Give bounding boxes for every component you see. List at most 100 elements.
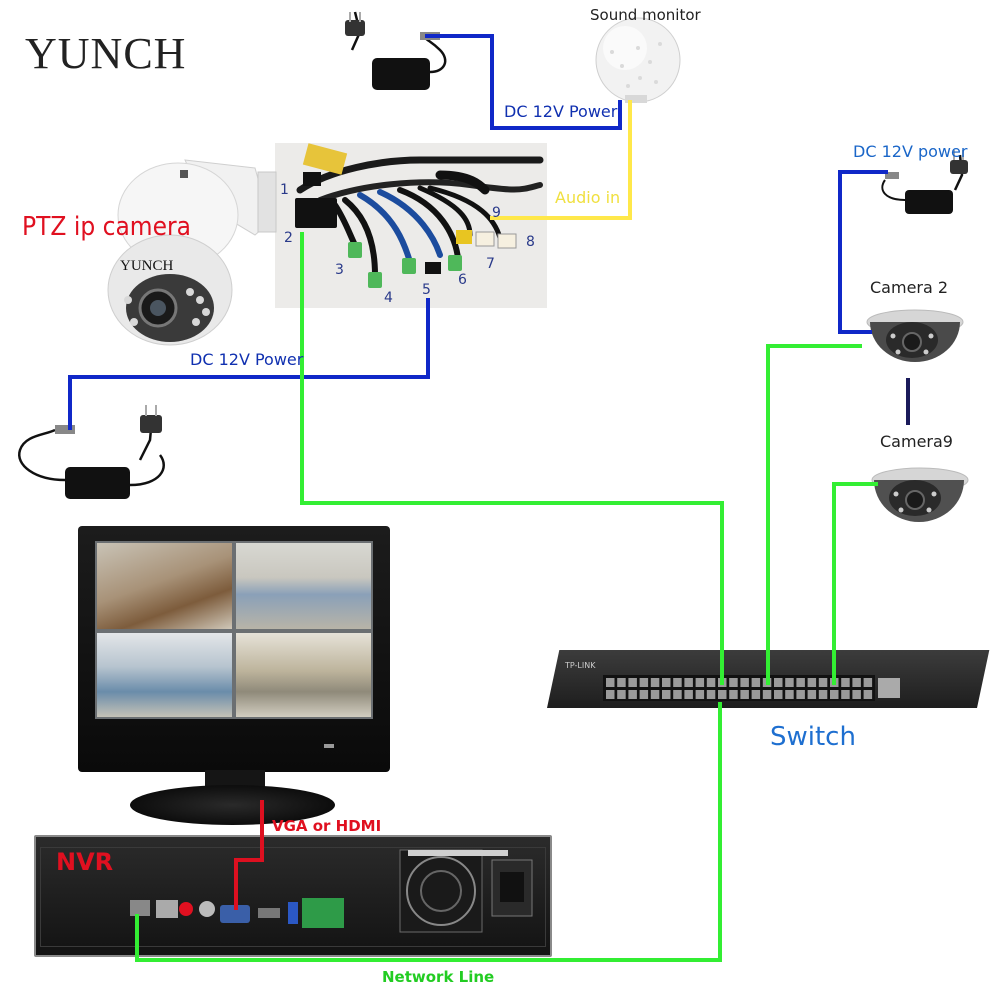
wire-power-sound-monitor <box>425 34 622 130</box>
power-adapter-top <box>345 11 447 90</box>
wire-audio-in <box>490 100 632 220</box>
nvr-audio-port[interactable] <box>179 902 193 916</box>
switch-port[interactable] <box>818 690 828 699</box>
nvr-fan-icon <box>399 849 483 933</box>
ptz-camera-title: PTZ ip camera <box>22 212 191 242</box>
ptz-camera <box>107 159 277 346</box>
switch-port[interactable] <box>650 678 660 687</box>
port-number-3: 3 <box>335 262 344 278</box>
nvr-alarm-terminal[interactable] <box>302 898 344 928</box>
switch-port[interactable] <box>617 690 626 699</box>
port-number-7: 7 <box>486 256 495 272</box>
switch-port[interactable] <box>695 690 705 699</box>
monitor-screen <box>95 541 373 719</box>
camera-view-3 <box>97 633 232 717</box>
terminal-block-icons <box>348 242 462 288</box>
wire-network-ptz <box>300 232 724 685</box>
switch-port[interactable] <box>639 678 649 687</box>
power-adapter-right <box>881 150 968 214</box>
switch-port[interactable] <box>762 690 772 699</box>
label-network-line: Network Line <box>382 968 495 986</box>
nvr-esata-port[interactable] <box>288 902 298 924</box>
switch-port[interactable] <box>662 678 671 687</box>
switch-port[interactable] <box>684 690 693 699</box>
switch-port[interactable] <box>706 690 716 699</box>
switch-port[interactable] <box>852 678 861 687</box>
dome-camera-2 <box>866 309 964 362</box>
nvr-label: NVR <box>56 848 114 876</box>
switch-port[interactable] <box>740 690 749 699</box>
port-number-8: 8 <box>526 234 535 250</box>
switch-port[interactable] <box>863 690 873 699</box>
camera-view-1 <box>97 543 232 629</box>
switch-ports: TP-LINK <box>564 661 900 701</box>
camera-2-label: Camera 2 <box>870 278 949 297</box>
switch-port[interactable] <box>740 678 749 687</box>
port-number-9: 9 <box>492 205 501 221</box>
switch-port[interactable] <box>751 690 761 699</box>
nvr-network-port[interactable] <box>156 900 178 918</box>
switch-port[interactable] <box>617 678 626 687</box>
wire-network-camera-9 <box>832 482 878 685</box>
nvr-hdmi-port[interactable] <box>258 908 280 918</box>
switch-port[interactable] <box>774 690 783 699</box>
nvr-ports <box>130 849 533 933</box>
switch-port[interactable] <box>628 690 637 699</box>
switch-port[interactable] <box>729 690 738 699</box>
sound-monitor-device <box>595 17 681 103</box>
switch-port[interactable] <box>684 678 693 687</box>
dc-jack-icon <box>425 262 441 274</box>
wire-network-camera-2 <box>766 344 862 685</box>
port-number-1: 1 <box>280 182 289 198</box>
switch-port[interactable] <box>841 678 850 687</box>
switch-port[interactable] <box>662 690 671 699</box>
switch-port[interactable] <box>751 678 761 687</box>
nvr-vga-port[interactable] <box>220 905 250 923</box>
switch-port[interactable] <box>852 690 861 699</box>
sound-monitor-label: Sound monitor <box>590 6 701 24</box>
switch-port[interactable] <box>863 678 873 687</box>
cable-tag-icon <box>302 143 348 175</box>
nvr-usb-port[interactable] <box>130 900 150 916</box>
switch-port[interactable] <box>628 678 637 687</box>
switch-port[interactable] <box>807 690 817 699</box>
switch-port[interactable] <box>650 690 660 699</box>
wire-vga-hdmi <box>234 800 264 910</box>
rj45-connector-icon <box>295 198 337 228</box>
switch-port[interactable] <box>774 678 783 687</box>
switch-port[interactable] <box>706 678 716 687</box>
wire-network-nvr <box>135 702 722 962</box>
wire-power-camera-2 <box>838 170 888 334</box>
switch-port[interactable] <box>729 678 738 687</box>
switch-port[interactable] <box>807 678 817 687</box>
nvr-video-port[interactable] <box>199 901 215 917</box>
switch-port[interactable] <box>673 690 682 699</box>
monitor-power-button[interactable] <box>324 744 334 748</box>
switch-port[interactable] <box>785 678 794 687</box>
switch-port[interactable] <box>606 678 615 687</box>
switch-port[interactable] <box>841 690 850 699</box>
camera-view-4 <box>236 633 371 717</box>
label-vga-hdmi: VGA or HDMI <box>272 817 382 835</box>
switch-port[interactable] <box>818 678 828 687</box>
switch-port[interactable] <box>639 690 649 699</box>
switch-label: Switch <box>770 722 856 752</box>
switch-port[interactable] <box>673 678 682 687</box>
port-number-5: 5 <box>422 282 431 298</box>
switch-port[interactable] <box>830 690 839 699</box>
switch-port[interactable] <box>606 690 615 699</box>
switch-port[interactable] <box>695 678 705 687</box>
switch-port[interactable] <box>785 690 794 699</box>
camera-view-2 <box>236 543 371 629</box>
wire-power-ptz-camera <box>68 298 430 430</box>
port-number-2: 2 <box>284 230 293 246</box>
switch-port[interactable] <box>796 678 805 687</box>
reset-connector-icon <box>303 172 321 186</box>
switch-port[interactable] <box>796 690 805 699</box>
switch-port[interactable] <box>718 690 727 699</box>
power-adapter-left <box>18 405 165 499</box>
monitor <box>78 526 390 772</box>
label-audio-in: Audio in <box>555 188 621 207</box>
